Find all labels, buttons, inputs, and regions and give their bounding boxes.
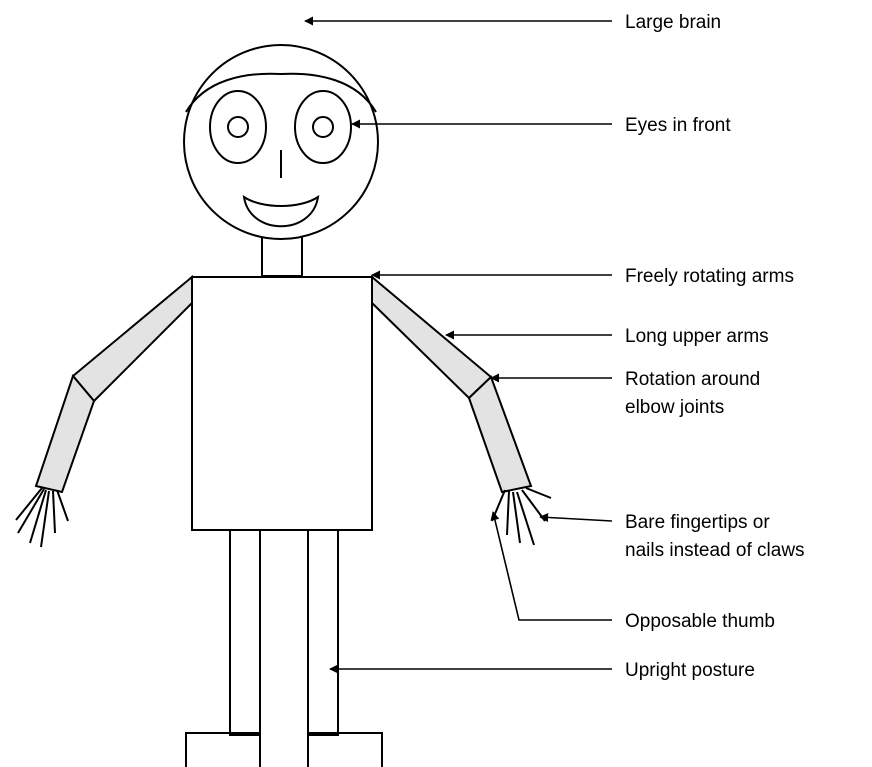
left-finger (57, 490, 68, 521)
right-leg (308, 530, 338, 735)
right-pupil (313, 117, 333, 137)
right-forearm (469, 377, 531, 492)
left-foot (186, 733, 260, 767)
left-finger (53, 491, 55, 533)
figure-drawing (16, 45, 551, 767)
left-pupil (228, 117, 248, 137)
leader-bare-fingertips (540, 517, 612, 521)
label-bare-fingertips-line2: nails instead of claws (625, 540, 805, 561)
left-upper-arm (73, 277, 192, 401)
label-rotation-elbow-line2: elbow joints (625, 397, 724, 418)
left-hand (16, 488, 68, 547)
labels: Large brain Eyes in front Freely rotatin… (625, 12, 805, 681)
right-finger (526, 488, 551, 498)
right-upper-arm (372, 277, 491, 398)
label-bare-fingertips-line1: Bare fingertips or (625, 512, 770, 533)
label-eyes-in-front: Eyes in front (625, 115, 731, 136)
left-forearm (36, 376, 94, 492)
label-opposable-thumb: Opposable thumb (625, 611, 775, 632)
torso (192, 277, 372, 530)
label-upright-posture: Upright posture (625, 660, 755, 681)
right-foot (308, 733, 382, 767)
label-long-upper-arms: Long upper arms (625, 326, 769, 347)
label-large-brain: Large brain (625, 12, 721, 33)
neck (262, 236, 302, 276)
leader-opposable-thumb (493, 512, 612, 620)
left-leg (230, 530, 260, 735)
label-rotation-elbow-line1: Rotation around (625, 369, 760, 390)
right-finger (507, 491, 509, 535)
label-freely-rotating-arms: Freely rotating arms (625, 266, 794, 287)
